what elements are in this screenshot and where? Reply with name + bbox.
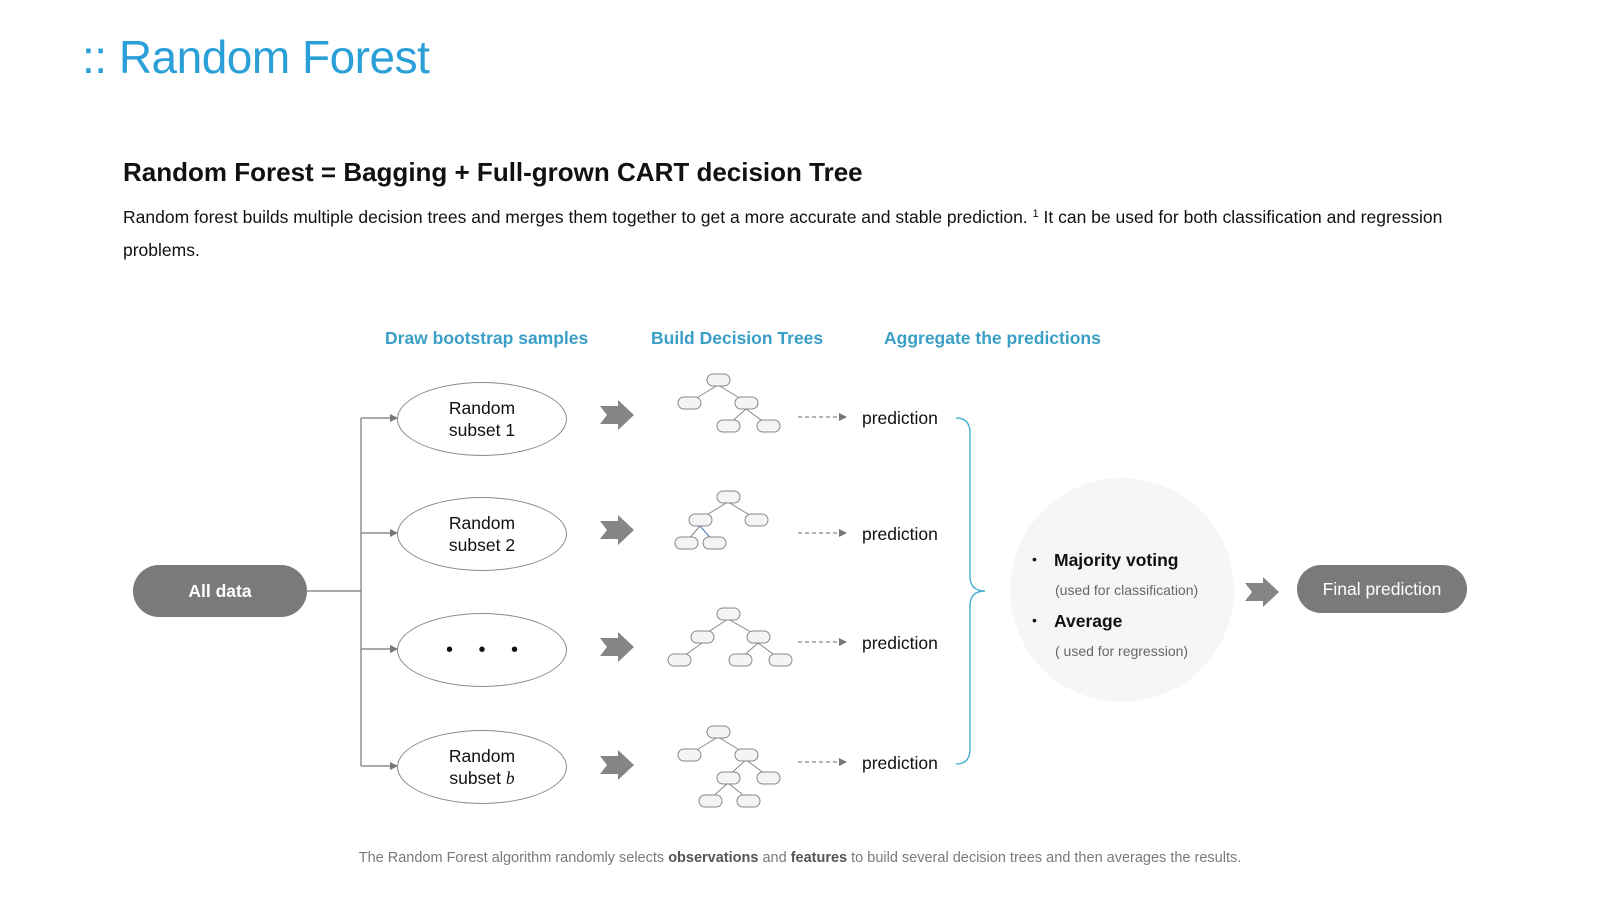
random-subset-1: Random subset 1 bbox=[397, 382, 567, 456]
aggregation-circle bbox=[1010, 478, 1234, 702]
all-data-node: All data bbox=[133, 565, 307, 617]
final-prediction-node: Final prediction bbox=[1297, 565, 1467, 613]
page-title: :: Random Forest bbox=[82, 31, 430, 83]
decision-tree-4 bbox=[677, 725, 781, 808]
caption-features: features bbox=[790, 850, 848, 866]
section-heading: Random Forest = Bagging + Full-grown CAR… bbox=[123, 157, 863, 187]
step-header-bootstrap: Draw bootstrap samples bbox=[385, 328, 589, 348]
dashed-arrows bbox=[798, 413, 847, 766]
majority-voting-item: • Majority voting bbox=[1032, 550, 1178, 571]
majority-voting-label: Majority voting bbox=[1054, 550, 1179, 570]
subset-b-line2: subset b bbox=[449, 767, 514, 789]
ellipsis-dots: • • • bbox=[445, 639, 529, 661]
thick-arrow-final bbox=[1245, 577, 1279, 607]
thick-arrow-3 bbox=[600, 632, 634, 662]
subset-1-line1: Random bbox=[448, 398, 516, 418]
caption-text-3: to build several decision trees and then… bbox=[847, 850, 1242, 866]
subset-b-line1: Random bbox=[448, 746, 516, 766]
subset-b-variable: b bbox=[505, 768, 515, 788]
random-subset-2: Random subset 2 bbox=[397, 497, 567, 571]
average-label: Average bbox=[1054, 611, 1123, 631]
prediction-3: prediction bbox=[862, 633, 938, 653]
random-subset-ellipsis: • • • bbox=[397, 613, 567, 687]
intro-paragraph: Random forest builds multiple decision t… bbox=[123, 198, 1443, 267]
thick-arrow-4 bbox=[600, 750, 634, 780]
caption-text-1: The Random Forest algorithm randomly sel… bbox=[358, 850, 669, 866]
figure-caption: The Random Forest algorithm randomly sel… bbox=[0, 850, 1600, 866]
subset-2-line1: Random bbox=[448, 513, 516, 533]
step-header-build-trees: Build Decision Trees bbox=[651, 328, 824, 348]
thick-arrows bbox=[600, 400, 1279, 780]
decision-tree-1 bbox=[677, 373, 781, 433]
average-item: • Average bbox=[1032, 611, 1122, 632]
prediction-4: prediction bbox=[862, 753, 938, 773]
thick-arrow-2 bbox=[600, 515, 634, 545]
step-header-aggregate: Aggregate the predictions bbox=[884, 328, 1101, 348]
majority-voting-note: (used for classification) bbox=[1055, 582, 1199, 598]
prediction-2: prediction bbox=[862, 524, 938, 544]
average-note: ( used for regression) bbox=[1055, 643, 1189, 659]
aggregation-brace bbox=[955, 417, 986, 765]
branch-connectors bbox=[307, 414, 398, 770]
caption-text-2: and bbox=[758, 850, 791, 866]
bullet-icon: • bbox=[1032, 612, 1037, 628]
footnote-ref[interactable]: 1 bbox=[1032, 208, 1039, 220]
decision-tree-3 bbox=[667, 607, 793, 667]
bullet-icon: • bbox=[1032, 551, 1037, 567]
prediction-1: prediction bbox=[862, 408, 938, 428]
subset-2-line2: subset 2 bbox=[448, 535, 516, 555]
random-subset-b: Random subset b bbox=[397, 730, 567, 804]
decision-tree-2 bbox=[674, 490, 769, 550]
subset-b-text: subset bbox=[449, 768, 506, 788]
intro-text-1: Random forest builds multiple decision t… bbox=[123, 207, 1033, 227]
subset-1-line2: subset 1 bbox=[448, 420, 516, 440]
intro-text-2: It can be used for both classification a… bbox=[123, 207, 1443, 260]
caption-observations: observations bbox=[668, 850, 759, 866]
thick-arrow-1 bbox=[600, 400, 634, 430]
